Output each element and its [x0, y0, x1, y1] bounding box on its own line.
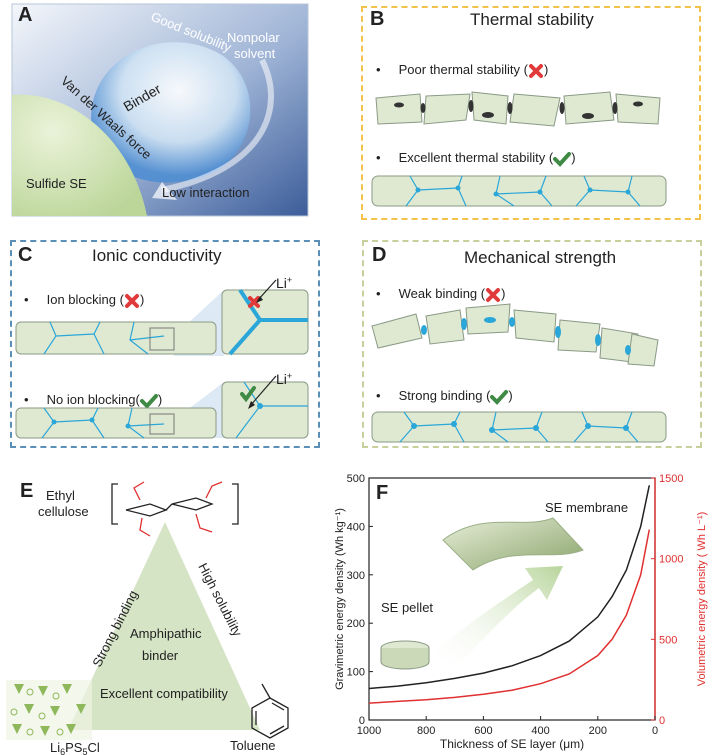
y2-tick-label: 1500	[659, 473, 683, 485]
x-tick-label: 400	[531, 725, 549, 737]
compatibility-label: Excellent compatibility	[100, 686, 228, 701]
ion-blocking-diagram: Li+	[15, 275, 309, 356]
strong-binding-text: Strong binding (	[398, 388, 491, 403]
low-interaction-arrowhead	[152, 182, 177, 200]
binder-blob	[91, 42, 251, 183]
ion-blocking-text: Ion blocking (	[46, 292, 124, 307]
se-pellet-side	[380, 648, 430, 670]
x-tick-label: 0	[652, 725, 658, 737]
y-tick-label: 200	[347, 618, 365, 630]
y-tick-label: 100	[347, 667, 365, 679]
cross-icon	[124, 293, 139, 308]
x-tick-label: 200	[589, 725, 607, 737]
li-ion-label-2: Li+	[276, 371, 292, 387]
toluene-structure	[251, 683, 289, 739]
panel-d-frame	[362, 240, 702, 448]
ethyl-label: Ethyl	[46, 488, 75, 503]
check-icon	[553, 151, 572, 167]
close-paren: )	[571, 150, 576, 165]
y-tick-label: 0	[359, 715, 365, 727]
panel-f-label: F	[376, 482, 389, 504]
excellent-thermal-text: Excellent thermal stability (	[398, 150, 554, 165]
low-interaction-arrow	[161, 58, 274, 193]
se-pellet-label: SE pellet	[381, 600, 433, 615]
panel-a-label: A	[18, 4, 33, 26]
y-axis-label: Gravimetric energy density (Wh kg⁻¹)	[334, 508, 346, 690]
binder-label-e: binder	[142, 648, 179, 663]
close-paren: )	[157, 392, 163, 407]
panel-a-illustration: Good solubility Nonpolar solvent Binder …	[11, 3, 309, 217]
panel-c-frame	[10, 240, 320, 448]
volumetric-series-line	[368, 529, 651, 704]
panel-d-label: D	[372, 244, 387, 266]
low-interaction-label: Low interaction	[162, 185, 249, 200]
cross-icon	[486, 287, 501, 302]
amphipathic-label: Amphipathic	[130, 626, 202, 641]
panel-c-title: Ionic conductivity	[92, 246, 222, 265]
y2-tick-label: 1000	[659, 554, 683, 566]
panel-d-item-2: • Strong binding ()	[376, 388, 513, 405]
panel-c-item-2: • No ion blocking()	[24, 392, 163, 409]
check-icon	[139, 393, 158, 409]
excellent-thermal-grains	[371, 175, 667, 207]
close-paren: )	[508, 388, 513, 403]
panel-b-item-1: • Poor thermal stability ()	[376, 62, 549, 78]
chart-illustrations: SE membrane SE pellet	[380, 500, 628, 670]
li-ion-label: Li+	[276, 275, 292, 291]
panel-b-label: B	[370, 8, 385, 30]
li6ps5cl-label: Li6PS5Cl	[50, 740, 100, 755]
panel-c-label: C	[18, 244, 33, 266]
panel-e-label: E	[20, 480, 34, 502]
close-paren: )	[543, 62, 549, 77]
check-icon	[490, 389, 509, 405]
binder-triangle	[68, 522, 260, 730]
panel-b-item-2: • Excellent thermal stability ()	[376, 150, 576, 167]
y2-axis-label: Volumetric energy density ( Wh L⁻¹)	[696, 512, 708, 687]
se-membrane-shape	[442, 517, 584, 571]
x-axis-label: Thickness of SE layer (μm)	[440, 737, 584, 751]
close-paren: )	[139, 292, 145, 307]
toluene-label: Toluene	[230, 738, 276, 753]
gravimetric-series-line	[368, 485, 651, 690]
cellulose-label: cellulose	[38, 504, 89, 519]
y-tick-label: 400	[347, 521, 365, 533]
poor-thermal-text: Poor thermal stability (	[398, 62, 528, 77]
ethyl-groups	[133, 481, 223, 537]
no-ion-blocking-text: No ion blocking(	[46, 392, 140, 407]
nonpolar-label: Nonpolar	[227, 30, 280, 45]
y-tick-label: 300	[347, 570, 365, 582]
strong-binding-grains	[371, 411, 667, 443]
panel-a: Good solubility Nonpolar solvent Binder …	[11, 0, 312, 220]
poor-thermal-grains	[375, 91, 661, 127]
y-tick-label: 500	[347, 473, 365, 485]
weak-binding-grains	[371, 303, 659, 367]
no-ion-blocking-diagram: Li+	[15, 371, 309, 439]
sulfide-label: Sulfide SE	[26, 176, 87, 191]
panel-b-frame	[361, 6, 701, 220]
panel-d-item-1: • Weak binding ()	[376, 286, 506, 302]
close-paren: )	[501, 286, 506, 301]
se-membrane-label: SE membrane	[545, 500, 628, 515]
solvent-label: solvent	[234, 46, 276, 61]
x-tick-label: 800	[417, 725, 435, 737]
x-tick-label: 600	[474, 725, 492, 737]
panel-d-title: Mechanical strength	[464, 248, 617, 267]
panel-c-item-1: • Ion blocking ()	[24, 292, 145, 308]
y2-tick-label: 0	[659, 715, 665, 727]
x-tick-label: 1000	[357, 725, 381, 737]
panel-b-title: Thermal stability	[470, 10, 594, 29]
cross-icon	[528, 63, 543, 78]
panel-e-illustration: Ethyl cellulose Strong binding High solu…	[6, 481, 289, 755]
weak-binding-text: Weak binding (	[398, 286, 486, 301]
transition-arrow	[433, 566, 563, 670]
sulfide-se-region	[12, 94, 147, 216]
panel-e: Ethyl cellulose Strong binding High solu…	[0, 470, 330, 755]
y2-tick-label: 500	[659, 634, 677, 646]
li6ps5cl-crystal	[6, 680, 92, 740]
ethyl-cellulose-structure	[111, 483, 239, 525]
